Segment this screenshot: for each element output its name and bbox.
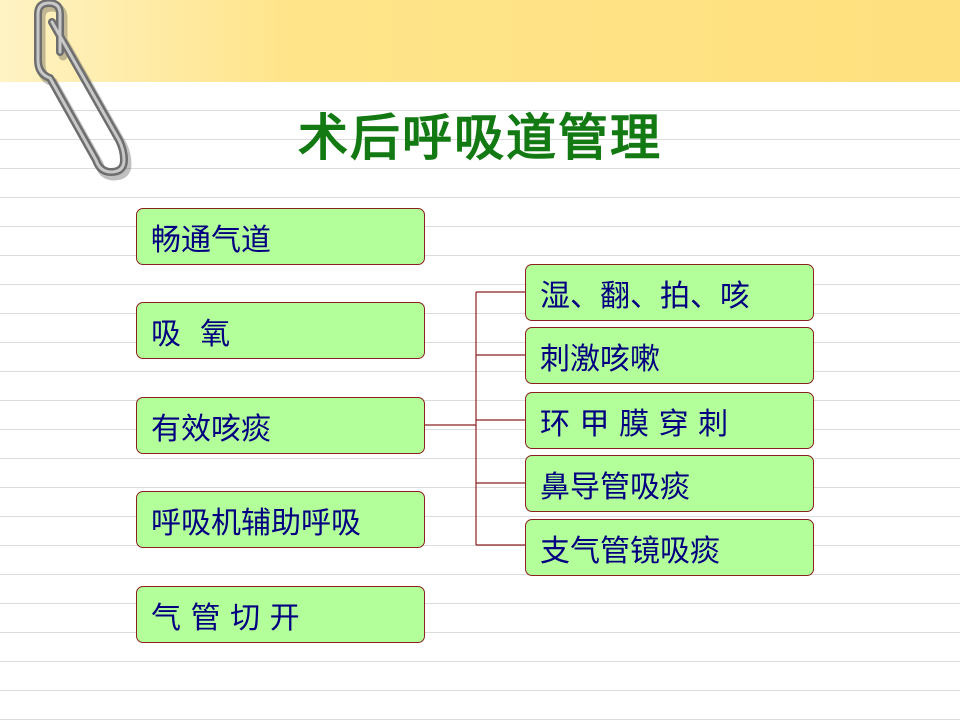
box-label: 鼻导管吸痰 bbox=[540, 469, 690, 505]
box-label: 湿、翻、拍、咳 bbox=[540, 278, 750, 314]
box-nasal-catheter-suction: 鼻导管吸痰 bbox=[525, 455, 814, 512]
box-label: 气 管 切 开 bbox=[151, 600, 300, 636]
box-bronchoscope-suction: 支气管镜吸痰 bbox=[525, 519, 814, 576]
box-humidify-turn-pat-cough: 湿、翻、拍、咳 bbox=[525, 264, 814, 321]
box-oxygen: 吸 氧 bbox=[136, 302, 425, 359]
box-stimulate-cough: 刺激咳嗽 bbox=[525, 327, 814, 384]
box-label: 支气管镜吸痰 bbox=[540, 533, 720, 569]
box-ventilator: 呼吸机辅助呼吸 bbox=[136, 491, 425, 548]
box-effective-cough: 有效咳痰 bbox=[136, 397, 425, 454]
box-label: 吸 氧 bbox=[151, 316, 231, 352]
box-cricothyroid-puncture: 环 甲 膜 穿 刺 bbox=[525, 392, 814, 449]
box-tracheotomy: 气 管 切 开 bbox=[136, 586, 425, 643]
box-label: 环 甲 膜 穿 刺 bbox=[540, 406, 729, 442]
box-airway-clearance: 畅通气道 bbox=[136, 208, 425, 265]
header-band bbox=[0, 0, 960, 82]
box-label: 畅通气道 bbox=[151, 222, 271, 258]
box-label: 有效咳痰 bbox=[151, 411, 271, 447]
paperclip-icon bbox=[34, 0, 132, 181]
slide-title: 术后呼吸道管理 bbox=[298, 109, 662, 167]
box-label: 刺激咳嗽 bbox=[540, 341, 660, 377]
box-label: 呼吸机辅助呼吸 bbox=[151, 505, 361, 541]
